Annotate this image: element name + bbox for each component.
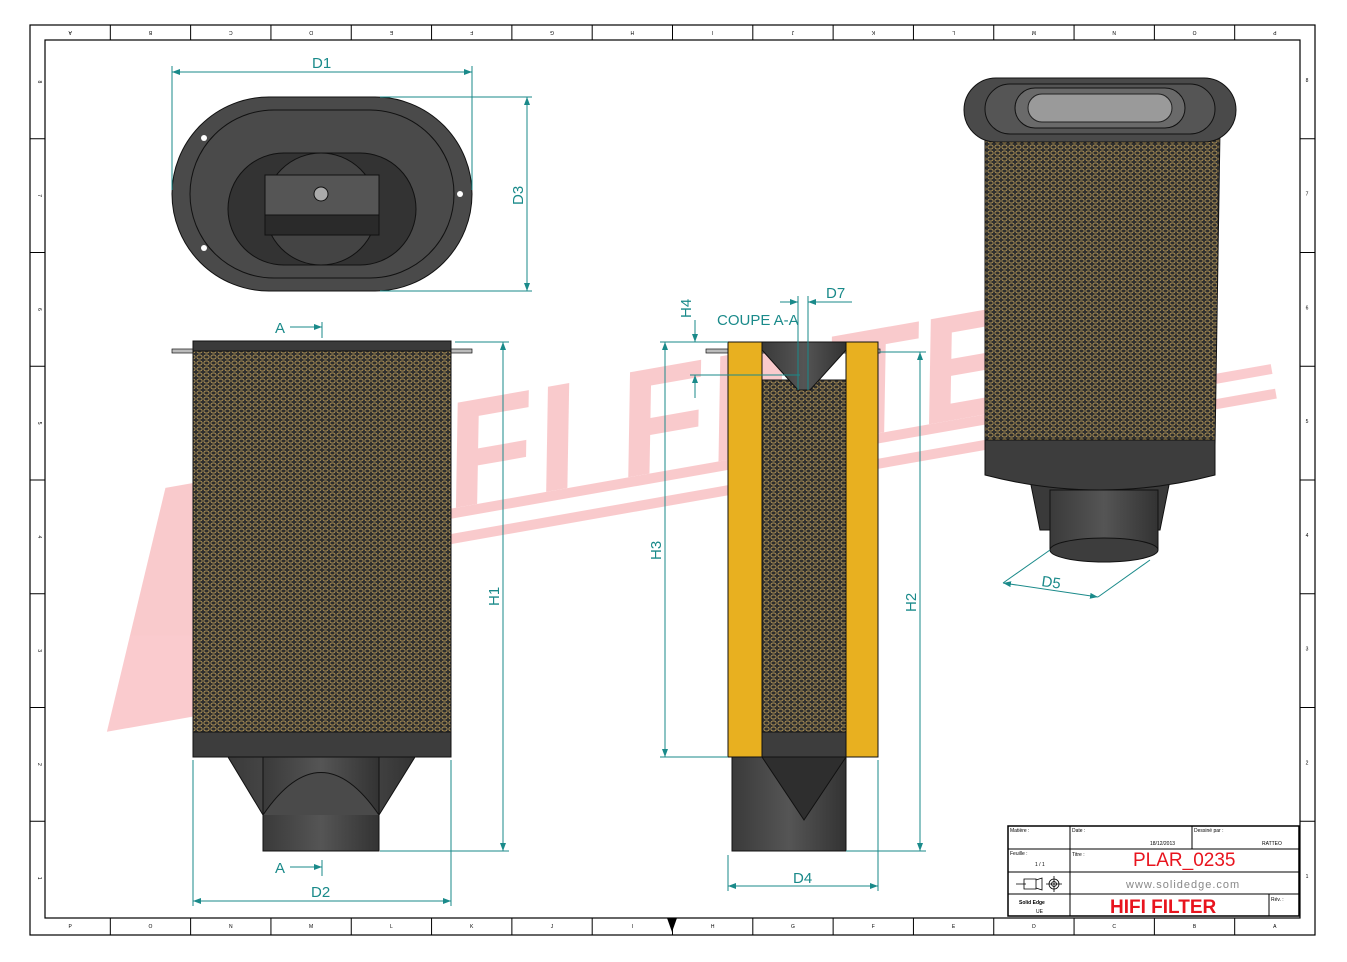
top-view xyxy=(171,96,473,292)
column-label-top: K xyxy=(871,29,875,35)
sheet-value: 1 / 1 xyxy=(1035,862,1045,868)
column-label-top: A xyxy=(68,29,72,35)
column-label-top: B xyxy=(148,29,152,35)
section-label: COUPE A-A xyxy=(717,312,799,329)
date-value: 18/12/2013 xyxy=(1150,841,1175,847)
row-label-left: 3 xyxy=(36,649,42,652)
column-label-bottom: J xyxy=(551,924,554,930)
dim-d4: D4 xyxy=(793,870,812,887)
column-label-bottom: M xyxy=(309,924,313,930)
center-mark-icon xyxy=(667,918,677,932)
border-zone-marks: P P O O N N M M L L K K J J I I H H G G F F E E D D C C B B A A 8 8 7 7 6 6 5 5… xyxy=(30,25,1315,935)
drawn-by-value: RATTEO xyxy=(1262,841,1282,847)
revision-label: Rév. : xyxy=(1271,897,1284,903)
row-label-left: 5 xyxy=(36,422,42,425)
dim-h2: H2 xyxy=(903,593,920,612)
column-label-bottom: D xyxy=(1032,924,1036,930)
column-label-bottom: E xyxy=(952,924,956,930)
drawing-title: PLAR_0235 xyxy=(1133,850,1235,871)
drawn-by-label: Dessiné par : xyxy=(1194,828,1223,834)
column-label-bottom: H xyxy=(711,924,715,930)
column-label-top: D xyxy=(309,29,313,35)
software-name: Solid Edge xyxy=(1019,900,1045,906)
column-label-top: H xyxy=(630,29,634,35)
row-label-right: 8 xyxy=(1306,78,1309,84)
column-label-bottom: O xyxy=(149,924,153,930)
isometric-view xyxy=(963,77,1237,563)
column-label-bottom: G xyxy=(791,924,795,930)
column-label-top: C xyxy=(229,29,233,35)
row-label-right: 4 xyxy=(1306,533,1309,539)
column-label-top: G xyxy=(550,29,554,35)
column-label-bottom: I xyxy=(632,924,633,930)
title-label: Titre : xyxy=(1072,852,1085,858)
section-marker-bottom: A xyxy=(275,860,285,877)
column-label-top: P xyxy=(1273,29,1277,35)
dim-h1: H1 xyxy=(486,587,503,606)
column-label-top: M xyxy=(1032,29,1036,35)
date-label: Date : xyxy=(1072,828,1085,834)
row-label-right: 1 xyxy=(1306,874,1309,880)
column-label-bottom: F xyxy=(872,924,875,930)
row-label-left: 7 xyxy=(36,194,42,197)
dim-h3: H3 xyxy=(648,541,665,560)
column-label-top: E xyxy=(389,29,393,35)
material-label: Matière : xyxy=(1010,828,1029,834)
column-label-bottom: A xyxy=(1273,924,1277,930)
column-label-top: O xyxy=(1192,29,1196,35)
column-label-top: I xyxy=(712,29,713,35)
column-label-top: L xyxy=(952,29,955,35)
column-label-top: J xyxy=(791,29,794,35)
row-label-right: 3 xyxy=(1306,647,1309,653)
section-marker-top: A xyxy=(275,320,285,337)
front-view xyxy=(171,340,473,852)
sheet-label: Feuille : xyxy=(1010,851,1028,857)
row-label-left: 8 xyxy=(36,80,42,83)
row-label-left: 1 xyxy=(36,877,42,880)
dim-d2: D2 xyxy=(311,884,330,901)
dim-h4: H4 xyxy=(678,299,695,318)
row-label-left: 2 xyxy=(36,763,42,766)
dim-d5: D5 xyxy=(1040,573,1061,593)
row-label-left: 4 xyxy=(36,535,42,538)
company-name: HIFI FILTER xyxy=(1110,897,1217,918)
projection-symbol-icon xyxy=(1016,876,1062,892)
column-label-top: N xyxy=(1112,29,1116,35)
column-label-bottom: P xyxy=(68,924,72,930)
dim-d1: D1 xyxy=(312,55,331,72)
column-label-bottom: N xyxy=(229,924,233,930)
row-label-right: 7 xyxy=(1306,192,1309,198)
row-label-right: 6 xyxy=(1306,305,1309,311)
row-label-left: 6 xyxy=(36,308,42,311)
column-label-bottom: K xyxy=(470,924,474,930)
column-label-bottom: B xyxy=(1193,924,1197,930)
row-label-right: 2 xyxy=(1306,760,1309,766)
website-text: www.solidedge.com xyxy=(1125,879,1240,891)
dim-d7: D7 xyxy=(826,285,845,302)
row-label-right: 5 xyxy=(1306,419,1309,425)
section-view xyxy=(705,341,881,852)
column-label-bottom: C xyxy=(1112,924,1116,930)
software-sub: UE xyxy=(1036,909,1044,915)
title-block: Matière : Date : 18/12/2013 Dessiné par … xyxy=(1007,825,1300,918)
dim-d3: D3 xyxy=(510,186,527,205)
column-label-top: F xyxy=(470,29,473,35)
column-label-bottom: L xyxy=(390,924,393,930)
